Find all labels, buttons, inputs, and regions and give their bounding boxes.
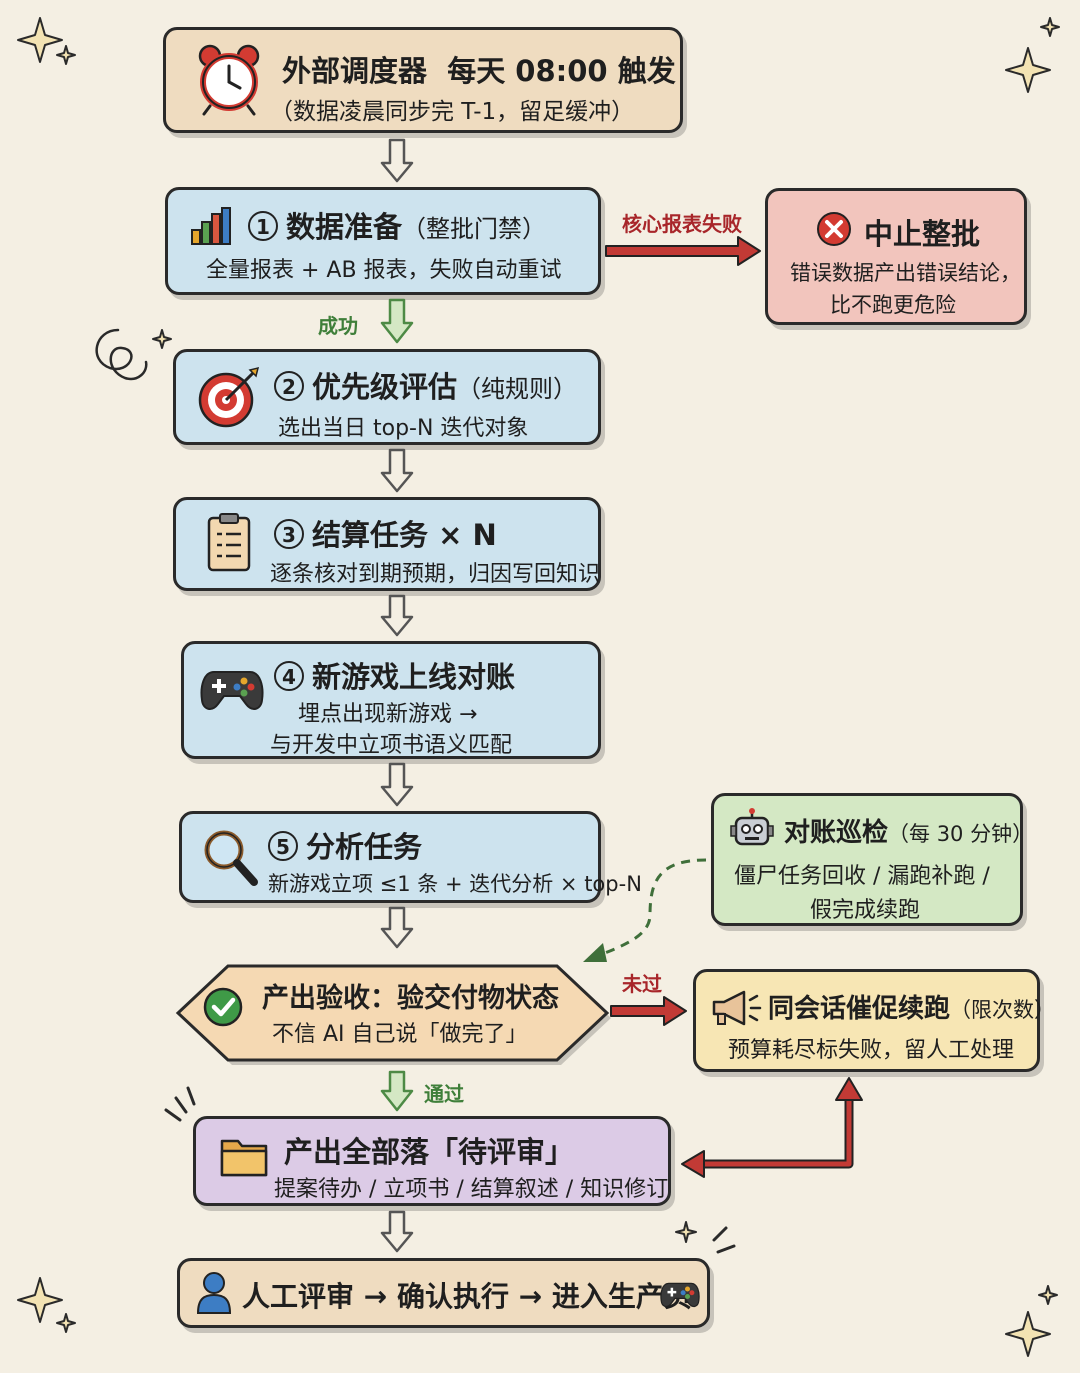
final-title: 人工评审 → 确认执行 → 进入生产页 — [242, 1280, 692, 1313]
person-icon — [196, 1272, 232, 1314]
step1-number: 1 — [248, 211, 278, 241]
magnifier-icon — [204, 830, 258, 886]
step2-number: 2 — [274, 371, 304, 401]
step5-desc: 新游戏立项 ≤1 条 + 迭代分析 × top-N — [268, 872, 642, 896]
patrol-box: 对账巡检（每 30 分钟） 僵尸任务回收 / 漏跑补跑 / 假完成续跑 — [711, 793, 1033, 926]
verify-desc: 不信 AI 自己说「做完了」 — [272, 1022, 528, 1047]
label-passed: 通过 — [424, 1082, 464, 1106]
pending-box: 产出全部落「待评审」 提案待办 / 立项书 / 结算叙述 / 知识修订 — [193, 1116, 671, 1206]
megaphone-icon — [712, 990, 762, 1026]
retry-desc: 预算耗尽标失败，留人工处理 — [728, 1038, 1015, 1063]
patrol-title: 对账巡检（每 30 分钟） — [784, 818, 1034, 848]
arrow-step1-abort — [605, 236, 761, 266]
step1-desc: 全量报表 + AB 报表，失败自动重试 — [206, 258, 562, 283]
arrow-step2-step3 — [380, 448, 414, 493]
arrow-retry-pending — [704, 1100, 854, 1169]
abort-box: 中止整批 错误数据产出错误结论， 比不跑更危险 — [765, 188, 1027, 325]
verify-hexagon — [175, 964, 611, 1065]
step2-desc: 选出当日 top-N 迭代对象 — [278, 416, 529, 441]
robot-icon — [730, 808, 774, 846]
arrow-pending-final — [380, 1210, 414, 1253]
patrol-desc-2: 假完成续跑 — [810, 898, 921, 923]
swirl-doodle — [95, 328, 148, 381]
bar-chart-icon — [191, 207, 231, 245]
arrow-verify-retry — [610, 996, 687, 1026]
arrow-verify-pending-pass — [380, 1070, 414, 1112]
final-box: 人工评审 → 确认执行 → 进入生产页 — [177, 1258, 710, 1328]
step4-desc-1: 埋点出现新游戏 → — [298, 702, 478, 727]
label-not-passed: 未过 — [622, 972, 662, 996]
scheduler-desc: （数据凌晨同步完 T-1，留足缓冲） — [270, 99, 635, 125]
abort-title: 中止整批 — [864, 217, 981, 251]
arrow-step5-verify — [380, 906, 414, 949]
error-x-icon — [817, 212, 851, 246]
gamepad-small-icon — [660, 1282, 700, 1308]
label-success: 成功 — [318, 314, 358, 338]
patrol-desc-1: 僵尸任务回收 / 漏跑补跑 / — [734, 864, 990, 889]
arrow-scheduler-step1 — [380, 138, 414, 183]
alarm-clock-icon — [198, 44, 260, 116]
pending-title: 产出全部落「待评审」 — [284, 1135, 575, 1169]
arrow-step1-step2-success — [380, 298, 414, 344]
retry-box: 同会话催促续跑（限次数） 预算耗尽标失败，留人工处理 — [693, 969, 1055, 1072]
step5-number: 5 — [268, 831, 298, 861]
label-core-report-failed: 核心报表失败 — [622, 212, 742, 236]
step3-number: 3 — [274, 519, 304, 549]
pending-desc: 提案待办 / 立项书 / 结算叙述 / 知识修订 — [274, 1177, 669, 1202]
step4-desc-2: 与开发中立项书语义匹配 — [270, 733, 513, 758]
gamepad-icon — [200, 671, 264, 710]
retry-title: 同会话催促续跑（限次数） — [768, 994, 1056, 1024]
abort-desc-1: 错误数据产出错误结论， — [790, 261, 1021, 285]
step4-number: 4 — [274, 661, 304, 691]
arrow-step3-step4 — [380, 594, 414, 637]
arrow-step4-step5 — [380, 762, 414, 807]
check-circle-icon — [203, 987, 243, 1027]
verify-title: 产出验收：验交付物状态 — [262, 983, 559, 1014]
scheduler-title: 外部调度器 每天 08:00 触发 — [282, 54, 676, 88]
step3-desc: 逐条核对到期预期，归因写回知识 — [270, 562, 601, 587]
folder-icon — [220, 1139, 268, 1177]
clipboard-icon — [207, 513, 251, 572]
scheduler-box: 外部调度器 每天 08:00 触发 （数据凌晨同步完 T-1，留足缓冲） — [163, 27, 683, 133]
target-icon — [198, 366, 260, 428]
abort-desc-2: 比不跑更危险 — [830, 293, 956, 317]
